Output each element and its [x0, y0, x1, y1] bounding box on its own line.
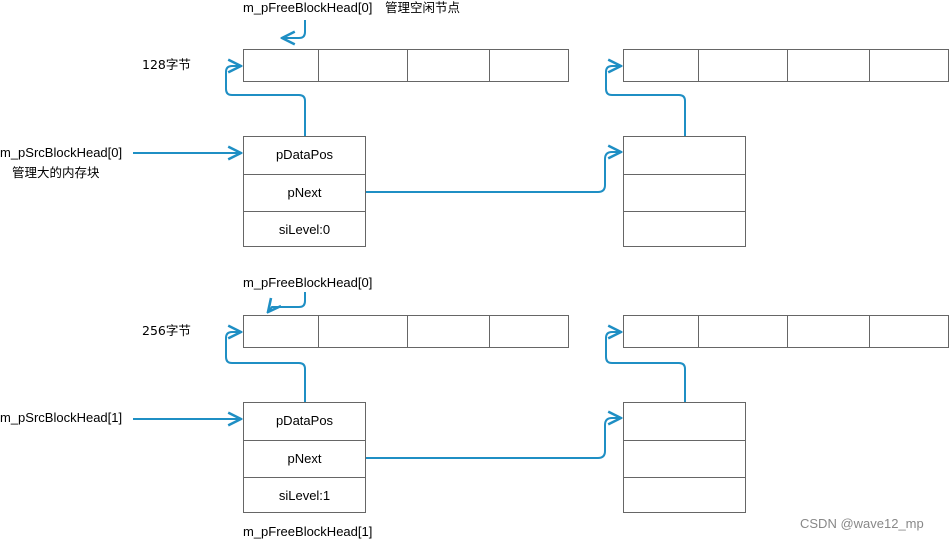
- src-block-head-1-label: m_pSrcBlockHead[1]: [0, 410, 123, 425]
- next-block-to-free-arrow-1: [605, 66, 686, 136]
- next-block-struct-0: [623, 136, 746, 247]
- watermark: CSDN @wave12_mp: [800, 516, 924, 531]
- block-to-free-arrow-1: [225, 66, 306, 136]
- pnext-arrow-2: [366, 418, 621, 459]
- field-pnext: pNext: [287, 185, 322, 200]
- size-256-label: 256字节: [142, 323, 191, 338]
- next-block-struct-1: [623, 402, 746, 513]
- field-silevel: siLevel:1: [278, 488, 331, 503]
- field-pdatapos: pDataPos: [275, 413, 334, 428]
- free-head-arrow-2: [268, 292, 306, 312]
- free-list-row-2-right: [623, 315, 949, 348]
- free-list-row-2-left: [243, 315, 569, 348]
- block-struct-1: pDataPos pNext siLevel:1: [243, 402, 366, 513]
- free-head-arrow-1: [282, 20, 306, 38]
- src-block-head-desc: 管理大的内存块: [12, 165, 100, 180]
- block-to-free-arrow-2: [225, 332, 306, 402]
- next-block-to-free-arrow-2: [605, 332, 686, 402]
- free-block-head-0-label-2: m_pFreeBlockHead[0]: [243, 275, 373, 290]
- field-silevel: siLevel:0: [278, 222, 331, 237]
- field-pdatapos: pDataPos: [275, 147, 334, 162]
- free-block-head-1-label: m_pFreeBlockHead[1]: [243, 524, 373, 539]
- field-pnext: pNext: [287, 451, 322, 466]
- pnext-arrow-1: [366, 152, 621, 193]
- free-list-row-1-left: [243, 49, 569, 82]
- free-block-head-0-label: m_pFreeBlockHead[0]: [243, 0, 373, 15]
- size-128-label: 128字节: [142, 57, 191, 72]
- free-list-row-1-right: [623, 49, 949, 82]
- free-block-head-desc: 管理空闲节点: [385, 0, 461, 15]
- block-struct-0: pDataPos pNext siLevel:0: [243, 136, 366, 247]
- src-block-head-0-label: m_pSrcBlockHead[0]: [0, 145, 123, 160]
